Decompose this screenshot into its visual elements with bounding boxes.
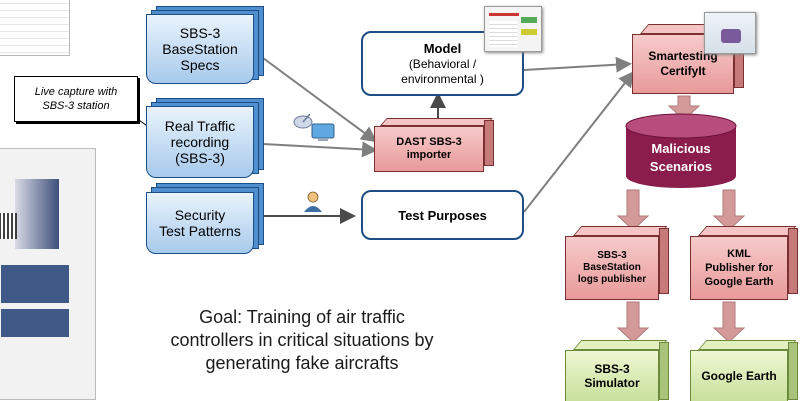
test-purposes-box: Test Purposes [361,190,524,240]
screenshot-thumbnail-bottom [0,148,96,400]
qr-code-icon [0,213,17,239]
google-earth-cube: Google Earth [690,340,800,401]
traffic-label: Real Traffic recording (SBS-3) [164,118,236,166]
patterns-document: Security Test Patterns [146,192,254,254]
live-capture-label: Live capture with SBS-3 station [34,86,118,112]
simulator-cube: SBS-3 Simulator [565,340,671,401]
patterns-document-stack: Security Test Patterns [146,183,266,255]
thumb-bar [521,17,537,23]
cube-top [698,226,797,236]
user-icon [304,191,322,212]
kml-publisher-label: KML Publisher for Google Earth [704,248,774,288]
thumbnail-panel-2 [1,309,69,337]
test-purposes-label: Test Purposes [398,207,487,223]
specs-to-importer-connector [262,57,378,143]
google-earth-label: Google Earth [701,369,777,383]
scenarios-to-logs-arrow [616,189,650,231]
scenarios-to-kml-arrow [712,189,746,231]
malicious-scenarios-label: Malicious Scenarios [649,141,713,174]
simulator-front: SBS-3 Simulator [565,350,659,401]
patterns-label: Security Test Patterns [159,207,241,239]
cube-top [380,118,493,126]
model-to-smartesting-connector [523,56,632,73]
kml-publisher-front: KML Publisher for Google Earth [690,236,788,300]
model-screenshot-thumbnail [484,6,542,52]
logs-to-simulator-arrow [616,301,650,343]
thumb-bar [489,21,517,47]
dast-importer-label: DAST SBS-3 importer [396,136,462,161]
dast-importer-front: DAST SBS-3 importer [374,126,484,172]
specs-document-stack: SBS-3 BaseStation Specs [146,6,266,84]
google-earth-front: Google Earth [690,350,788,401]
smartesting-label: Smartesting CertifyIt [648,49,718,78]
smartesting-screenshot-thumbnail [704,12,756,54]
goal-caption: Goal: Training of air traffic controller… [118,306,486,375]
traffic-document-stack: Real Traffic recording (SBS-3) [146,98,266,178]
logs-publisher-label: SBS-3 BaseStation logs publisher [577,250,647,285]
malicious-scenarios-database [625,113,737,188]
logs-publisher-cube: SBS-3 BaseStation logs publisher [565,226,671,302]
logs-publisher-front: SBS-3 BaseStation logs publisher [565,236,659,300]
traffic-document: Real Traffic recording (SBS-3) [146,106,254,178]
cube-top [573,226,668,236]
cube-side [788,342,798,400]
thumbnail-banner [15,179,59,249]
model-subtitle: (Behavioral / environmental ) [401,56,484,86]
kml-publisher-cube: KML Publisher for Google Earth [690,226,800,302]
thumb-shape [721,29,741,43]
cube-side [659,342,669,400]
satellite-dish-icon [293,113,335,141]
thumbnail-panel-1 [1,265,69,303]
cube-top [698,340,797,350]
model-title: Model [423,40,462,56]
live-capture-callout: Live capture with SBS-3 station [14,76,138,122]
cube-top [573,340,668,350]
thumb-bar [489,13,519,16]
cube-side [484,120,494,166]
kml-to-earth-arrow [712,301,746,343]
purposes-to-smartesting-connector [523,70,635,213]
cube-side [788,228,798,294]
specs-label: SBS-3 BaseStation Specs [162,25,238,73]
screenshot-thumbnail-top [0,0,70,56]
goal-text: Goal: Training of air traffic controller… [170,307,434,373]
traffic-to-importer-connector [262,141,378,158]
specs-document: SBS-3 BaseStation Specs [146,14,254,84]
smartesting-to-scenarios-arrow [667,95,701,121]
malicious-scenarios-label-wrap: Malicious Scenarios [626,136,736,180]
cube-side [659,228,669,294]
thumb-bar [521,29,537,35]
dast-importer-cube: DAST SBS-3 importer [374,118,500,174]
simulator-label: SBS-3 Simulator [584,362,640,390]
